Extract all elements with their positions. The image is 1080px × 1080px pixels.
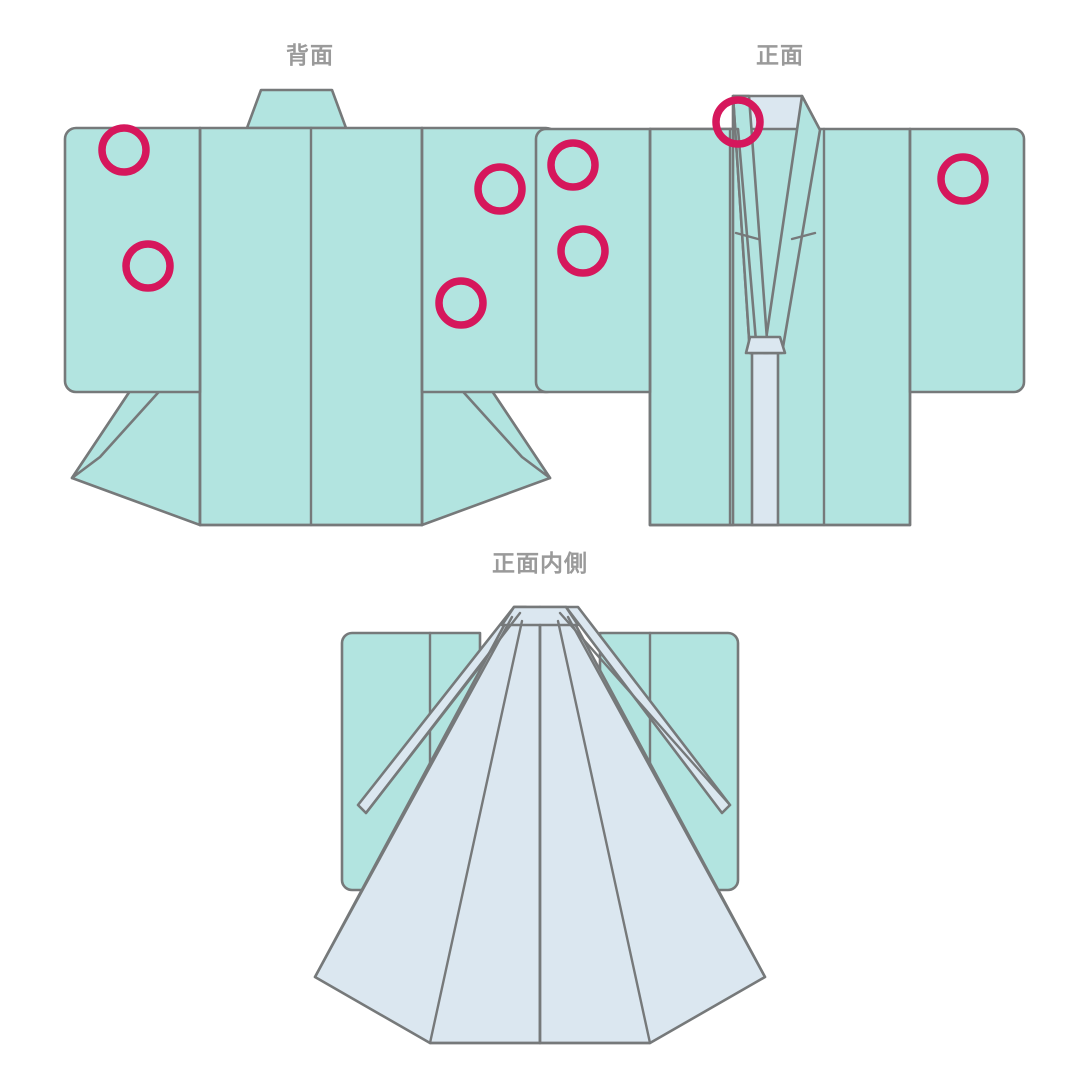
back-view-figure	[63, 88, 559, 527]
front-damage-marker-1	[547, 139, 599, 191]
inner-right-panel-seam	[556, 619, 652, 1045]
inner-right-flap-seam	[558, 611, 732, 807]
panel-front-title: 正面	[756, 42, 804, 68]
inner-left-skirt-seam	[313, 615, 514, 979]
panel-front-inner-title: 正面内側	[492, 550, 588, 576]
panel-front-inner-view: 正面内側	[290, 548, 790, 1058]
panel-back-view: 背面	[60, 40, 560, 540]
back-neck-tab	[245, 88, 348, 130]
back-damage-marker-2	[122, 240, 174, 292]
front-damage-marker-4	[937, 153, 989, 205]
back-damage-marker-4	[435, 277, 487, 329]
front-right-sleeve	[908, 127, 1026, 394]
front-left-sleeve	[534, 127, 652, 394]
front-inner-view-figure	[313, 605, 767, 1045]
panel-front-view: 正面	[530, 40, 1030, 540]
front-damage-marker-3	[712, 96, 764, 148]
front-left-overlap-panel	[648, 127, 735, 527]
front-damage-marker-2	[557, 225, 609, 277]
front-left-collar-notch	[734, 231, 760, 241]
panel-back-title: 背面	[286, 42, 334, 68]
inner-left-flap-seam	[364, 611, 522, 815]
front-view-figure	[534, 94, 1026, 527]
inner-left-panel-seam	[428, 619, 524, 1045]
front-lower-lining-strip	[750, 351, 780, 527]
front-collar-v-joint	[744, 335, 787, 355]
back-damage-marker-3	[474, 163, 526, 215]
inner-right-skirt-seam	[566, 615, 767, 979]
front-left-collar-outer	[731, 94, 759, 355]
front-right-collar-notch	[790, 231, 817, 241]
back-damage-marker-1	[98, 124, 150, 176]
back-left-sleeve	[63, 126, 202, 394]
